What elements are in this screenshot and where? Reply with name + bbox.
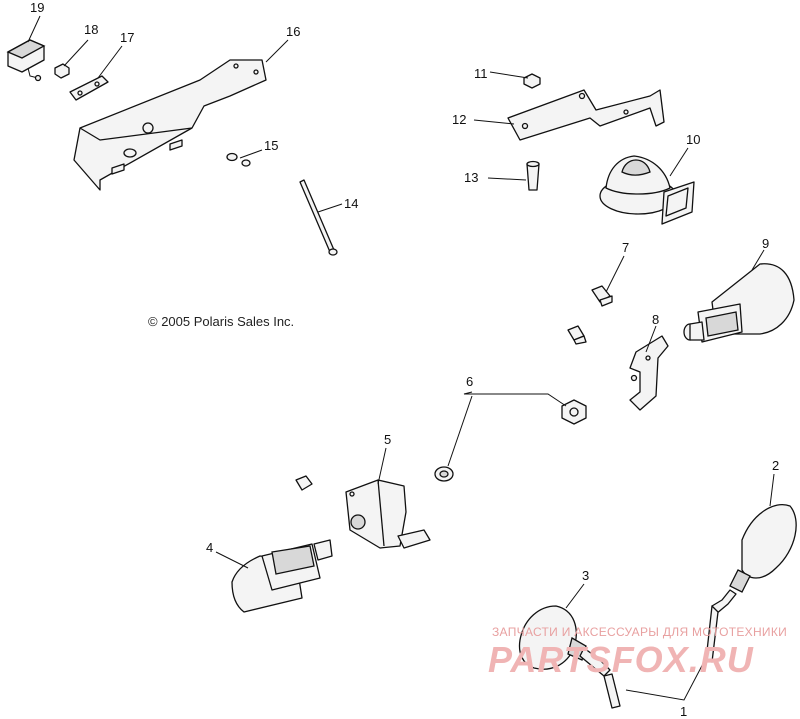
callout-13: 13: [464, 170, 478, 185]
watermark-tagline: ЗАПЧАСТИ И АКСЕССУАРЫ ДЛЯ МОТОТЕХНИКИ: [492, 625, 787, 639]
part-17-plate: [69, 75, 109, 101]
watermark: ЗАПЧАСТИ И АКСЕССУАРЫ ДЛЯ МОТОТЕХНИКИ PA…: [488, 625, 787, 680]
watermark-brand: PARTSFOX.RU: [488, 639, 754, 680]
part-2-mirror-right: [705, 504, 797, 663]
part-8-bracket: [629, 335, 669, 411]
callout-10: 10: [686, 132, 700, 147]
callout-17: 17: [120, 30, 134, 45]
part-18-nut: [54, 63, 70, 79]
part-3-mirror-left: [518, 605, 621, 709]
callout-9: 9: [762, 236, 769, 251]
part-13-bolt: [526, 160, 540, 191]
callout-5: 5: [384, 432, 391, 447]
callout-7: 7: [622, 240, 629, 255]
part-11-nut: [523, 73, 541, 89]
callout-8: 8: [652, 312, 659, 327]
callout-19: 19: [30, 0, 44, 15]
part-9-turn-signal-right: [683, 263, 795, 343]
part-4-turn-signal-left: [231, 539, 333, 613]
callout-2: 2: [772, 458, 779, 473]
callout-1: 1: [680, 704, 687, 719]
callout-15: 15: [264, 138, 278, 153]
copyright-text: © 2005 Polaris Sales Inc.: [148, 314, 294, 329]
callout-12: 12: [452, 112, 466, 127]
part-19-relay: [6, 39, 46, 82]
part-5-mount: [295, 475, 431, 549]
callout-14: 14: [344, 196, 358, 211]
callout-3: 3: [582, 568, 589, 583]
part-6-nuts: [434, 399, 587, 482]
part-16-bracket: [73, 59, 267, 191]
callout-18: 18: [84, 22, 98, 37]
part-14-bolt: [299, 179, 338, 256]
callout-11: 11: [474, 66, 488, 81]
part-10-horn: [599, 155, 695, 225]
callout-4: 4: [206, 540, 213, 555]
leader-lines: [27, 15, 775, 701]
callout-16: 16: [286, 24, 300, 39]
part-7-screws: [567, 285, 613, 345]
callout-6: 6: [466, 374, 473, 389]
part-15-nuts: [226, 152, 251, 167]
part-12-horn-bracket: [507, 89, 665, 141]
callout-labels: 19 18 17 16 15 14 11 12 13 10 7 9 8 6 5 …: [30, 0, 779, 719]
